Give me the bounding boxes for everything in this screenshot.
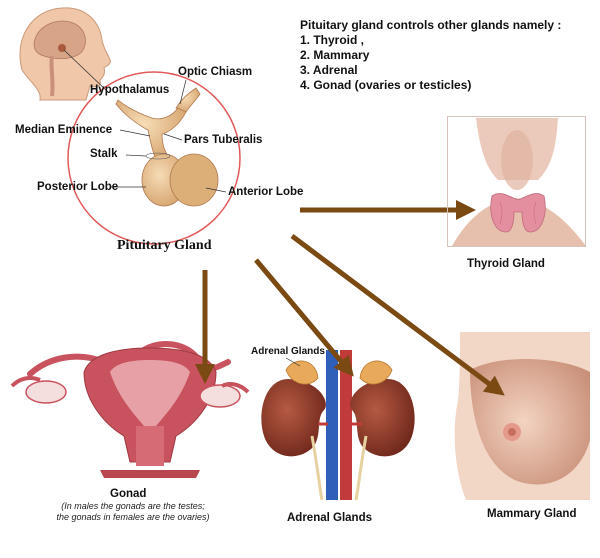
label-pars-tuberalis: Pars Tuberalis (184, 134, 262, 146)
label-posterior-lobe: Posterior Lobe (37, 181, 118, 193)
label-median-eminence: Median Eminence (15, 124, 112, 136)
gonad-caption: Gonad (110, 488, 146, 500)
note-item-gonad: 4. Gonad (ovaries or testicles) (300, 78, 561, 93)
adrenal-glands-caption: Adrenal Glands (287, 512, 372, 524)
pituitary-gland-illustration (116, 88, 218, 206)
gonad-note-line-2: the gonads in females are the ovaries) (3, 512, 263, 523)
gonad-note-line-1: (In males the gonads are the testes; (3, 501, 263, 512)
pituitary-gland-title: Pituitary Gland (117, 238, 212, 254)
note-heading: Pituitary gland controls other glands na… (300, 18, 561, 33)
kidneys-illustration (261, 350, 414, 500)
thyroid-gland-caption: Thyroid Gland (467, 258, 545, 270)
label-stalk: Stalk (90, 148, 118, 160)
note-item-adrenal: 3. Adrenal (300, 63, 561, 78)
label-hypothalamus: Hypothalamus (90, 84, 169, 96)
note-item-thyroid: 1. Thyroid , (300, 33, 561, 48)
label-optic-chiasm: Optic Chiasm (178, 66, 252, 78)
controls-note: Pituitary gland controls other glands na… (300, 18, 561, 93)
gonad-note: (In males the gonads are the testes; the… (3, 501, 263, 523)
adrenal-glands-label: Adrenal Glands (251, 346, 325, 357)
breast-illustration (455, 332, 590, 500)
thyroid-image-frame (447, 116, 586, 247)
label-anterior-lobe: Anterior Lobe (228, 186, 303, 198)
mammary-gland-caption: Mammary Gland (487, 508, 576, 520)
note-item-mammary: 2. Mammary (300, 48, 561, 63)
uterus-illustration (12, 344, 248, 478)
